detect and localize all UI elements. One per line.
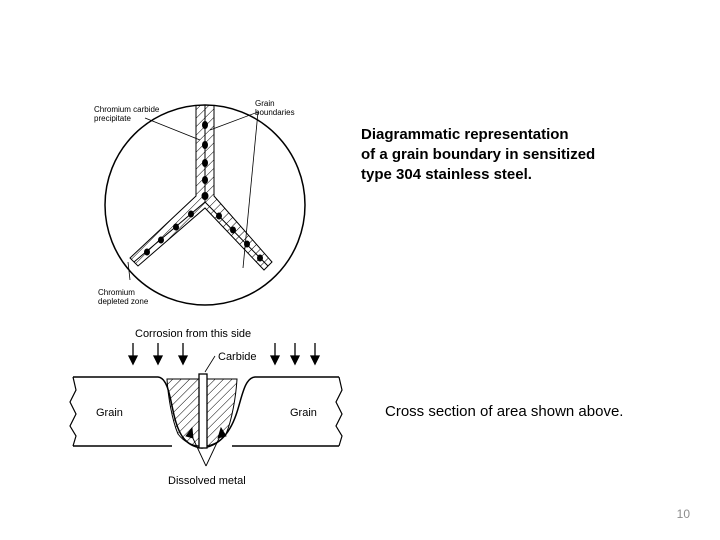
- depleted-zones: [129, 105, 273, 271]
- caption-top-line-3: type 304 stainless steel.: [361, 166, 532, 183]
- page-number: 10: [676, 507, 690, 521]
- caption-top-line-2: of a grain boundary in sensitized: [361, 146, 596, 163]
- label-carbide-line1: Chromium carbide: [94, 105, 160, 114]
- caption-top-line-1: Diagrammatic representation: [361, 126, 569, 143]
- caption-top: Diagrammatic representation of a grain b…: [361, 125, 661, 185]
- left-break-edge: [69, 376, 77, 447]
- label-carbide-line2: precipitate: [94, 114, 131, 123]
- label-grain-line2: boundaries: [255, 108, 295, 117]
- caption-bottom: Cross section of area shown above.: [385, 403, 624, 420]
- leader-lines: [127, 111, 259, 281]
- grain-circle-diagram: Chromium carbide precipitate Grain bound…: [94, 99, 306, 306]
- label-corrosion: Corrosion from this side: [135, 328, 251, 340]
- top-diagram-labels: Chromium carbide precipitate Grain bound…: [94, 99, 295, 306]
- label-grain-left: Grain: [96, 407, 123, 419]
- label-dissolved: Dissolved metal: [168, 475, 246, 487]
- label-carbide: Carbide: [218, 351, 257, 363]
- carbide-strip: [198, 373, 208, 449]
- label-depleted-line2: depleted zone: [98, 297, 149, 306]
- label-grain-line1: Grain: [255, 99, 275, 108]
- right-break-edge: [335, 376, 343, 447]
- label-depleted-line1: Chromium: [98, 288, 135, 297]
- carbide-precipitates: [144, 121, 263, 262]
- dissolved-leaders: [185, 426, 227, 467]
- label-grain-right: Grain: [290, 407, 317, 419]
- carbide-leader: [204, 355, 216, 373]
- corrosion-arrows: [127, 343, 321, 366]
- cross-section-diagram: Corrosion from this side Carbide Grain G…: [69, 328, 343, 487]
